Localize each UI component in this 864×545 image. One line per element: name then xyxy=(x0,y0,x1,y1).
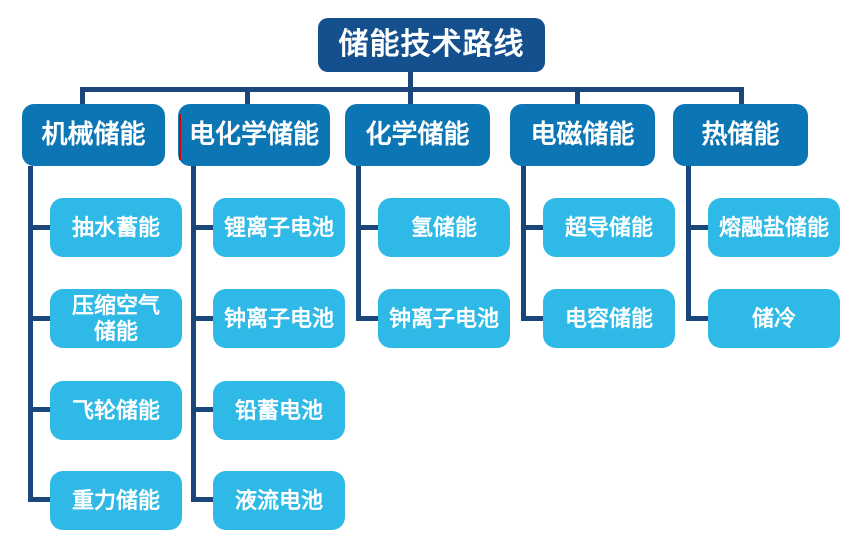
connector-leaf-stub xyxy=(686,316,708,321)
branch-thermal-storage: 热储能 xyxy=(673,104,808,166)
connector-leaf-stub xyxy=(28,225,50,230)
connector-leaf-stub xyxy=(28,497,50,502)
connector-leaf-stub xyxy=(191,407,213,412)
connector-leaf-stub xyxy=(521,316,543,321)
leaf-capacitor-storage: 电容储能 xyxy=(543,289,675,348)
root-node-energy-storage-tech-route: 储能技术路线 xyxy=(318,18,545,72)
connector-leaf-stub xyxy=(686,225,708,230)
leaf-pumped-hydro-storage: 抽水蓄能 xyxy=(50,198,182,257)
leaf-lithium-ion-battery: 锂离子电池 xyxy=(213,198,345,257)
branch-electrochemical-storage: 电化学储能 xyxy=(178,104,330,166)
connector-leaf-stub xyxy=(191,316,213,321)
connector-trunk-electromagnetic xyxy=(521,166,526,321)
leaf-superconducting-storage: 超导储能 xyxy=(543,198,675,257)
branch-electromagnetic-storage: 电磁储能 xyxy=(510,104,655,166)
branch-chemical-storage: 化学储能 xyxy=(345,104,490,166)
leaf-zhong-ion-battery-2: 钟离子电池 xyxy=(378,289,510,348)
connector-leaf-stub xyxy=(521,225,543,230)
connector-leaf-stub xyxy=(191,497,213,502)
connector-branch-stub-5 xyxy=(739,87,744,104)
leaf-lead-acid-battery: 铅蓄电池 xyxy=(213,381,345,440)
connector-leaf-stub xyxy=(356,316,378,321)
connector-branch-stub-2 xyxy=(245,87,250,104)
connector-trunk-thermal xyxy=(686,166,691,321)
connector-trunk-electrochemical xyxy=(191,166,196,502)
connector-leaf-stub xyxy=(191,225,213,230)
leaf-compressed-air-storage: 压缩空气 储能 xyxy=(50,289,182,348)
leaf-flywheel-storage: 飞轮储能 xyxy=(50,381,182,440)
connector-leaf-stub xyxy=(28,407,50,412)
branch-mechanical-storage: 机械储能 xyxy=(22,104,165,166)
connector-branch-stub-1 xyxy=(80,87,85,104)
connector-trunk-mechanical xyxy=(28,166,33,502)
leaf-zhong-ion-battery: 钟离子电池 xyxy=(213,289,345,348)
connector-trunk-chemical xyxy=(356,166,361,321)
leaf-cold-storage: 储冷 xyxy=(708,289,840,348)
red-line-artifact xyxy=(179,114,181,160)
connector-leaf-stub xyxy=(28,316,50,321)
leaf-hydrogen-storage: 氢储能 xyxy=(378,198,510,257)
connector-leaf-stub xyxy=(356,225,378,230)
connector-branch-stub-4 xyxy=(575,87,580,104)
leaf-gravity-storage: 重力储能 xyxy=(50,471,182,530)
leaf-molten-salt-storage: 熔融盐储能 xyxy=(708,198,840,257)
connector-top-rail xyxy=(80,87,744,92)
leaf-flow-battery: 液流电池 xyxy=(213,471,345,530)
